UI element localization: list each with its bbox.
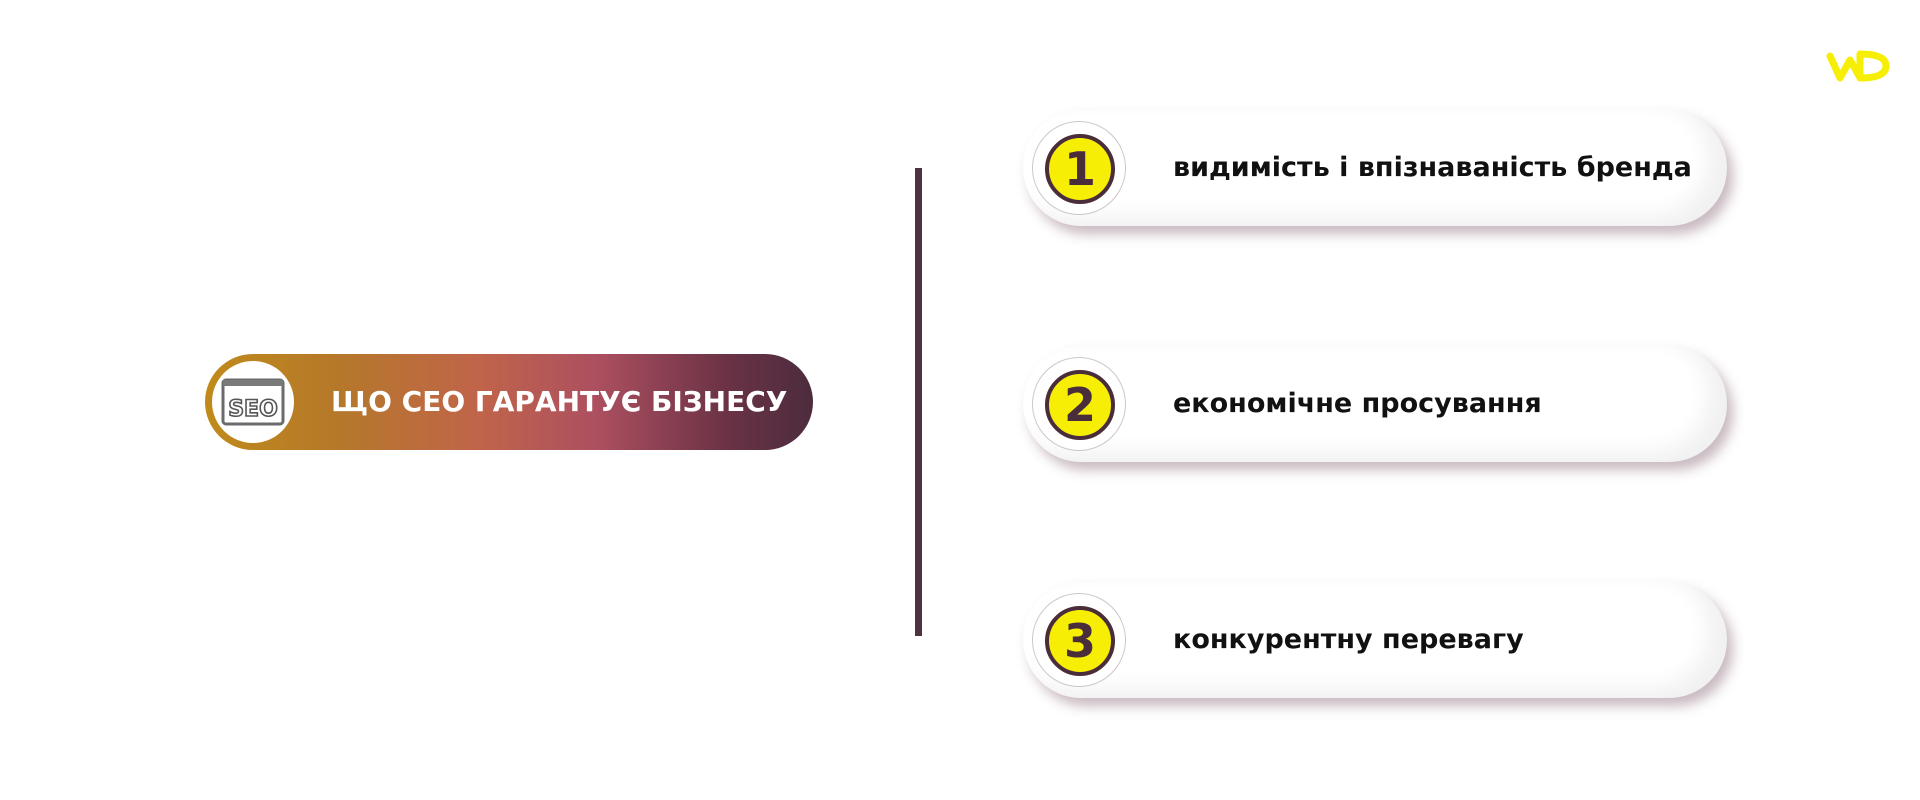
vertical-divider [915,168,922,636]
benefit-label: конкурентну перевагу [1173,624,1524,655]
number-badge: 1 [1045,134,1115,204]
badge-ring: 2 [1032,357,1126,451]
seo-icon: SEO [212,361,294,443]
benefit-item-3: 3 конкурентну перевагу [1023,582,1727,698]
headline-title: ЩО СЕО ГАРАНТУЄ БІЗНЕСУ [331,385,788,418]
seo-icon-text: SEO [228,397,278,422]
benefit-label: економічне просування [1173,388,1542,419]
number-badge: 2 [1045,370,1115,440]
badge-ring: 1 [1032,121,1126,215]
benefit-item-1: 1 видимість і впізнаваність бренда [1023,110,1727,226]
number-badge: 3 [1045,606,1115,676]
brand-logo-icon [1826,50,1890,82]
benefit-label: видимість і впізнаваність бренда [1173,152,1692,183]
badge-ring: 3 [1032,593,1126,687]
benefit-item-2: 2 економічне просування [1023,346,1727,462]
headline-banner: SEO ЩО СЕО ГАРАНТУЄ БІЗНЕСУ [205,354,813,450]
